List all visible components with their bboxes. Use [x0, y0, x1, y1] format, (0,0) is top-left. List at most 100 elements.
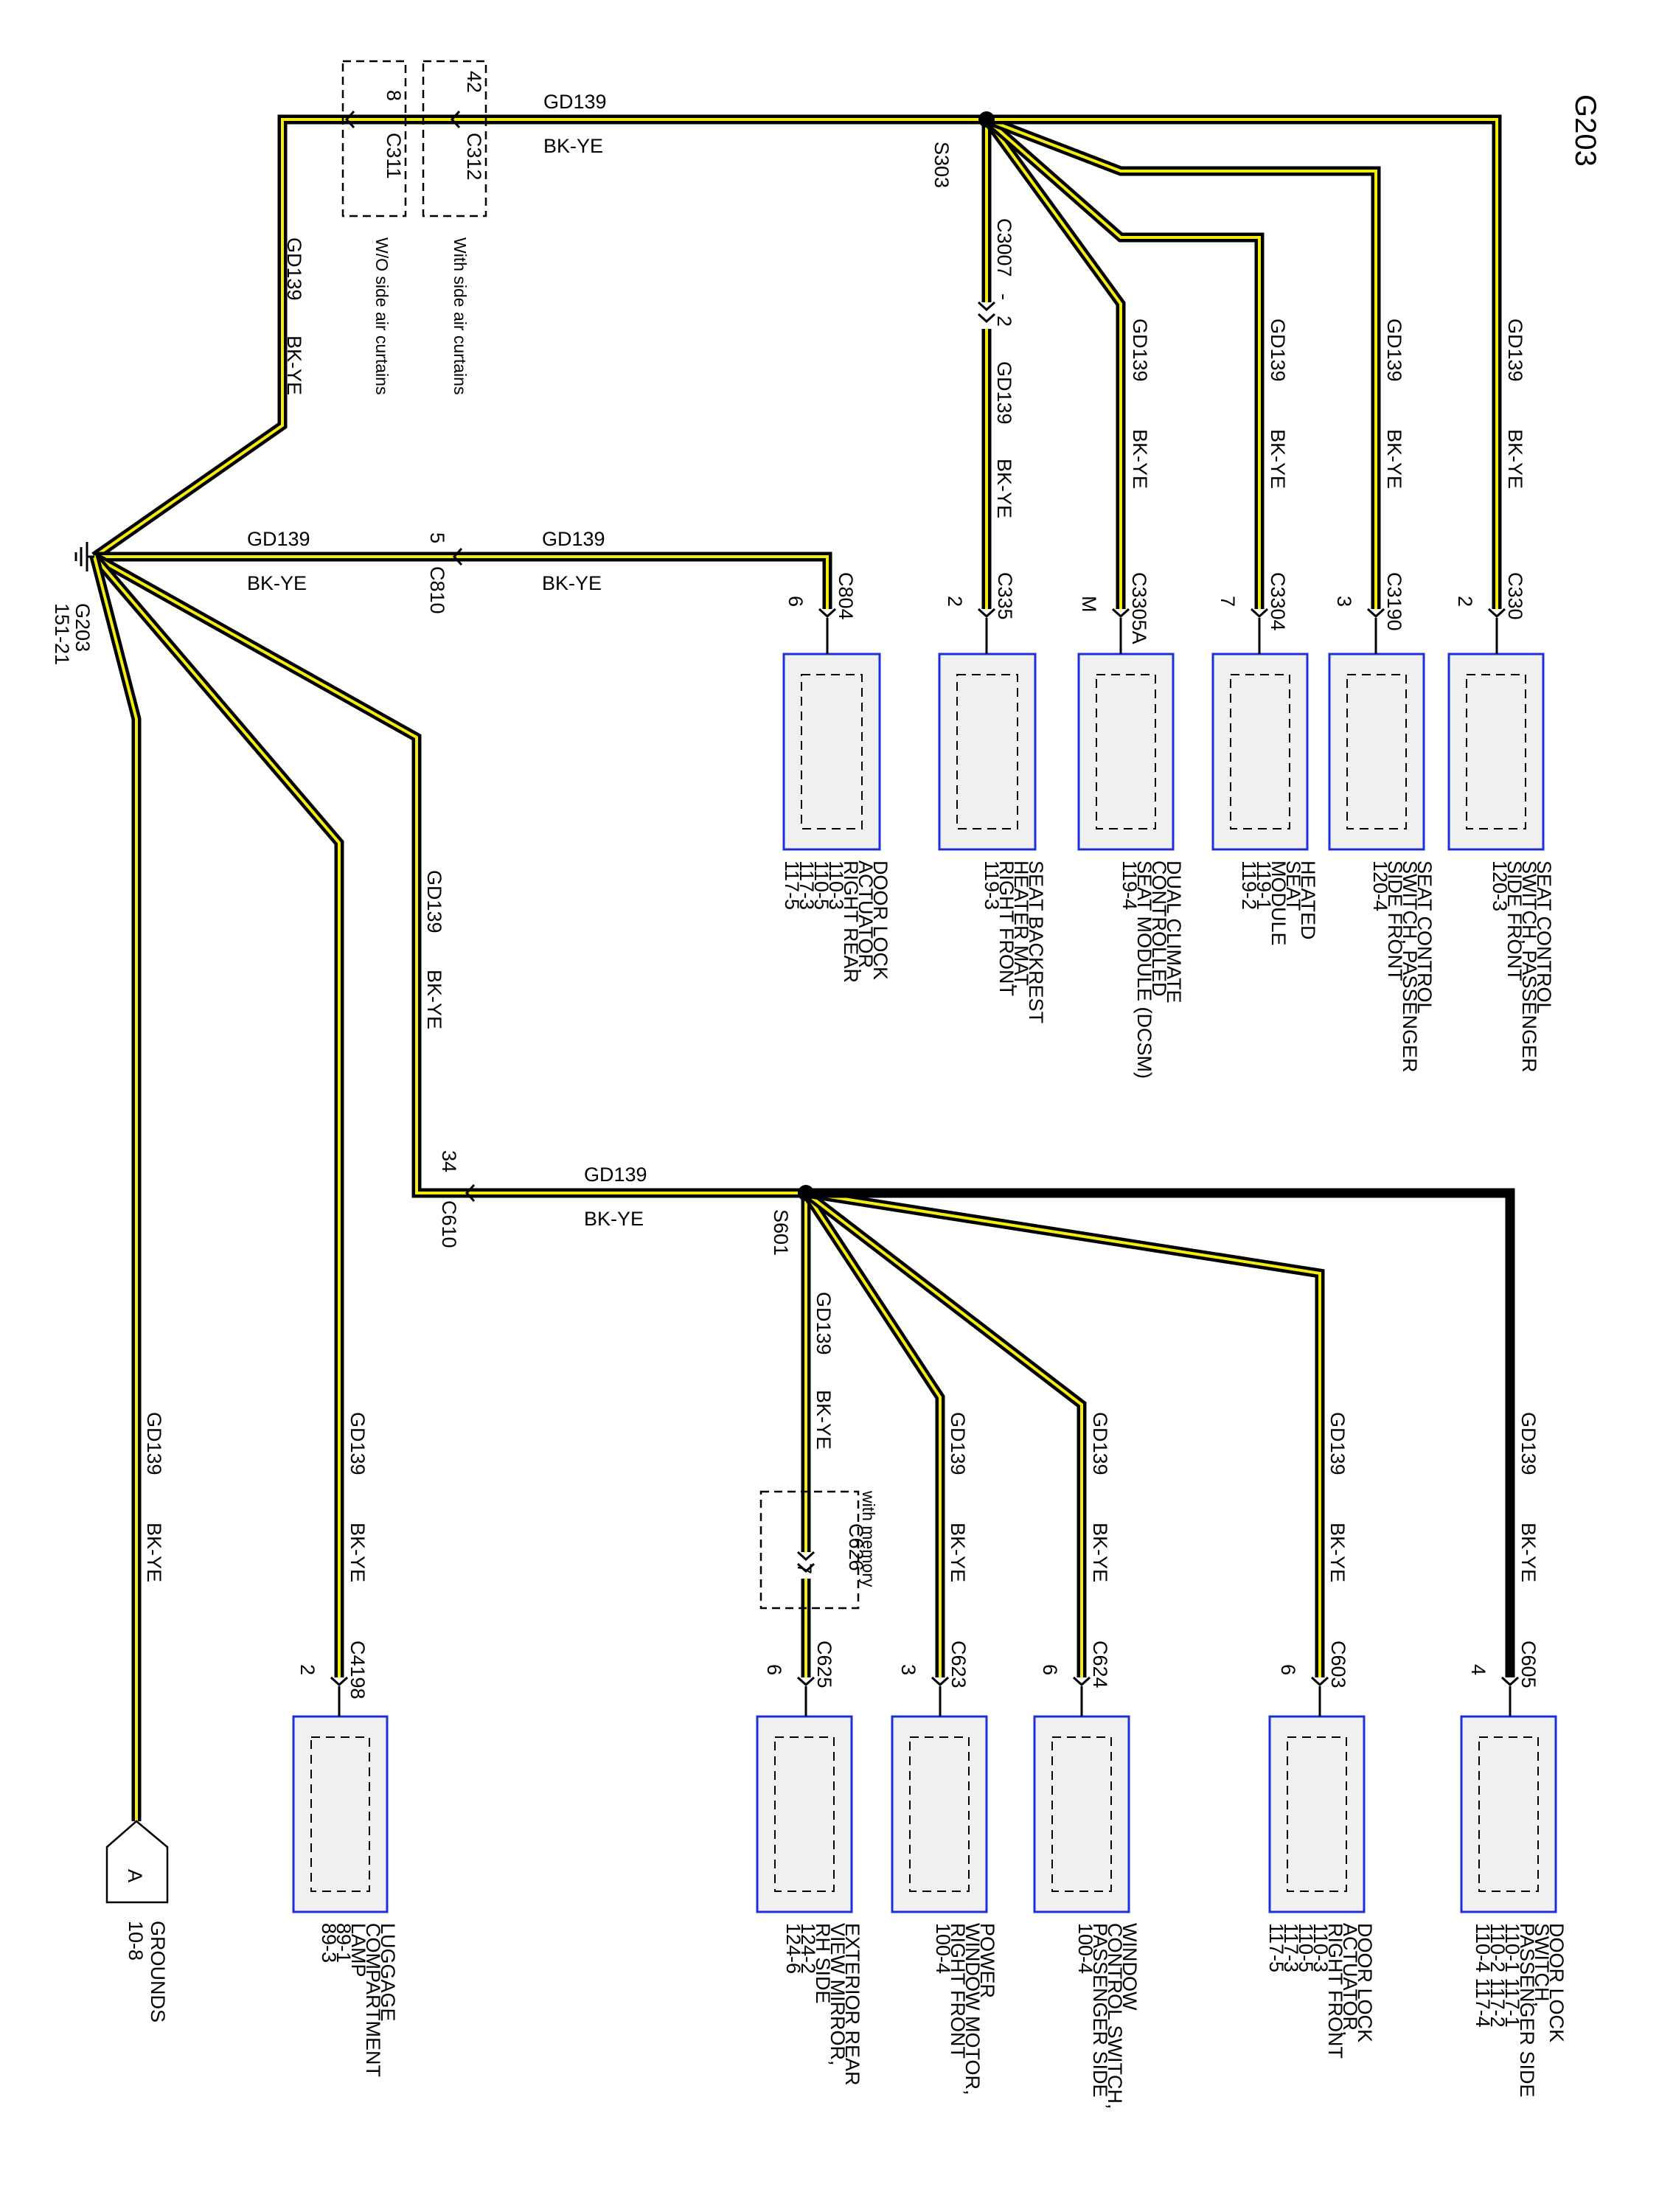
wire-ground-to-c804	[94, 552, 832, 609]
pin-door-lock-rr-icon	[818, 608, 837, 619]
component-door-lock-rf-ref-2: 110-5	[1295, 1923, 1317, 1972]
component-door-lock-rr-ref-1: 110-3	[825, 860, 847, 910]
c626-name: C626	[845, 1523, 867, 1571]
c312-pin-number: 42	[463, 71, 485, 93]
component-dcsm-line-2: CONTROLLED	[1148, 860, 1170, 997]
wire-window-switch-color: BK-YE	[1089, 1523, 1111, 1582]
component-power-window-motor-line-3: RIGHT FRONT	[947, 1923, 969, 2059]
component-exterior-mirror-line-3: RH SIDE	[812, 1923, 834, 2004]
wire-window-motor-color: BK-YE	[947, 1523, 969, 1582]
wire-seat-switch-1-color: BK-YE	[1383, 429, 1405, 489]
wire-door-lock-switch-color: BK-YE	[1517, 1523, 1540, 1582]
component-power-window-motor-ref-1: 100-4	[932, 1923, 954, 1974]
component-door-lock-rr-ref-2: 110-5	[810, 860, 832, 910]
pin-door-lock-switch-icon	[1500, 1676, 1520, 1687]
component-seat-control-switch-2-line-3: SIDE FRONT	[1503, 860, 1526, 981]
pin-number-seat-control-switch-1: 3	[1333, 596, 1355, 607]
c311-pin-number: 8	[383, 90, 405, 101]
c3007-name: C3007	[993, 218, 1015, 277]
c610-pin-icon	[465, 1183, 476, 1203]
wire-s601-to-window-motor	[801, 1190, 945, 1677]
pin-number-exterior-mirror: 6	[763, 1664, 785, 1675]
component-door-lock-rr-ref-3: 117-3	[796, 860, 818, 910]
component-seat-control-switch-2-line-1: SEAT CONTROL	[1533, 860, 1555, 1014]
wire-s601-to-door-lock-switch	[806, 1188, 1515, 1677]
wire-c810-left-circuit: GD139	[247, 528, 310, 550]
component-heated-seat-module	[1211, 653, 1309, 851]
component-seat-control-switch-2-line-2: SWITCH, PASSENGER	[1518, 860, 1540, 1073]
component-door-lock-switch-line-1: DOOR LOCK	[1545, 1923, 1568, 2042]
component-heated-seat-module-line-2: SEAT	[1282, 860, 1304, 911]
component-dcsm-line-3: SEAT MODULE (DCSM)	[1133, 860, 1155, 1079]
component-door-lock-rr-ref-4: 117-5	[781, 860, 803, 910]
wire-s303-to-dcsm	[982, 116, 1126, 609]
connector-door-lock-rf: C603	[1327, 1641, 1349, 1688]
c810-pin-icon	[452, 547, 463, 566]
connector-heated-seat-module: C3304	[1267, 572, 1289, 631]
c810-name: C810	[426, 566, 448, 614]
c810-pin-number: 5	[426, 532, 448, 543]
component-seat-backrest-heater-line-1: SEAT BACKREST	[1025, 860, 1047, 1023]
c312-dashed-box	[422, 60, 487, 218]
component-window-control-switch	[1033, 1715, 1130, 1913]
pin-number-door-lock-switch: 4	[1467, 1664, 1489, 1675]
wire-grounds-ref-circuit: GD139	[143, 1412, 165, 1475]
connector-exterior-mirror: C625	[813, 1641, 835, 1688]
wire-c335-circuit: GD139	[993, 361, 1015, 425]
c311-name: C311	[383, 133, 405, 179]
wire-ground-to-luggage-lamp	[91, 553, 344, 1677]
c3007-pin-upper-icon	[977, 301, 996, 312]
component-door-lock-rf-ref-4: 117-5	[1265, 1923, 1287, 1972]
diagram-id-label: G203	[1569, 94, 1601, 167]
wire-luggage-lamp-circuit: GD139	[347, 1412, 369, 1475]
pin-heated-seat-module-icon	[1250, 608, 1269, 619]
pin-number-seat-control-switch-2: 2	[1454, 596, 1476, 607]
grounds-ref-letter: A	[124, 1869, 146, 1882]
pin-door-lock-rf-icon	[1310, 1676, 1329, 1687]
wire-c610-right-circuit: GD139	[584, 1164, 647, 1186]
wire-s303-to-heated-seat	[983, 116, 1265, 609]
ground-ref-label: 151-21	[51, 603, 73, 665]
c312-pin-icon	[450, 110, 461, 129]
wire-c810-right-circuit: GD139	[542, 528, 605, 550]
wire-dcsm-circuit: GD139	[1129, 319, 1151, 382]
connector-window-control-switch: C624	[1089, 1641, 1111, 1688]
wire-ground-to-grounds-ref	[89, 555, 142, 1821]
wire-heated-seat-color: BK-YE	[1267, 429, 1289, 489]
c610-name: C610	[438, 1200, 460, 1248]
connector-seat-control-switch-1: C3190	[1383, 572, 1405, 631]
wire-door-lock-rf-color: BK-YE	[1326, 1523, 1349, 1582]
wire-ground-to-s601	[91, 552, 806, 1198]
wire-c810-right-color: BK-YE	[542, 572, 602, 594]
component-power-window-motor-line-1: POWER	[976, 1923, 998, 1998]
c610-pin-number: 34	[438, 1150, 460, 1172]
component-luggage-lamp-ref-1: 89-1	[333, 1923, 355, 1963]
s303-label: S303	[931, 142, 953, 188]
component-seat-control-switch-1-line-3: SIDE FRONT	[1384, 860, 1406, 981]
component-door-lock-switch-ref-3: 110-4 117-4	[1472, 1923, 1494, 2028]
component-exterior-mirror-ref-2: 124-6	[782, 1923, 804, 1974]
component-door-lock-switch-line-2: SWITCH,	[1531, 1923, 1553, 2007]
c626-pin-number: 7	[793, 1563, 815, 1574]
component-seat-control-switch-1-line-1: SEAT CONTROL	[1413, 860, 1436, 1014]
component-door-lock-rr-line-3: RIGHT REAR	[840, 860, 862, 983]
wire-dcsm-color: BK-YE	[1129, 429, 1151, 489]
wire-c610-up-circuit: GD139	[423, 870, 445, 933]
connector-seat-backrest-heater: C335	[994, 572, 1016, 620]
wire-s601-to-door-lock-rf	[804, 1188, 1325, 1677]
wire-luggage-lamp-color: BK-YE	[347, 1523, 369, 1582]
component-luggage-lamp-line-1: LUGGAGE	[377, 1923, 399, 2022]
component-door-lock-rf-ref-1: 110-3	[1310, 1923, 1332, 1972]
wire-s303-to-seat-switch-2	[987, 114, 1502, 609]
wire-c626-color: BK-YE	[813, 1390, 835, 1450]
c311-pin-icon	[344, 110, 355, 129]
component-seat-backrest-heater	[938, 653, 1037, 851]
pin-number-window-control-switch: 6	[1039, 1664, 1061, 1675]
component-luggage-lamp-line-2: COMPARTMENT	[362, 1923, 384, 2077]
pin-number-door-lock-rr: 6	[785, 596, 807, 607]
connector-dcsm: C3305A	[1128, 572, 1150, 644]
pin-seat-backrest-heater-icon	[977, 608, 996, 619]
c311-dashed-box	[341, 60, 407, 218]
